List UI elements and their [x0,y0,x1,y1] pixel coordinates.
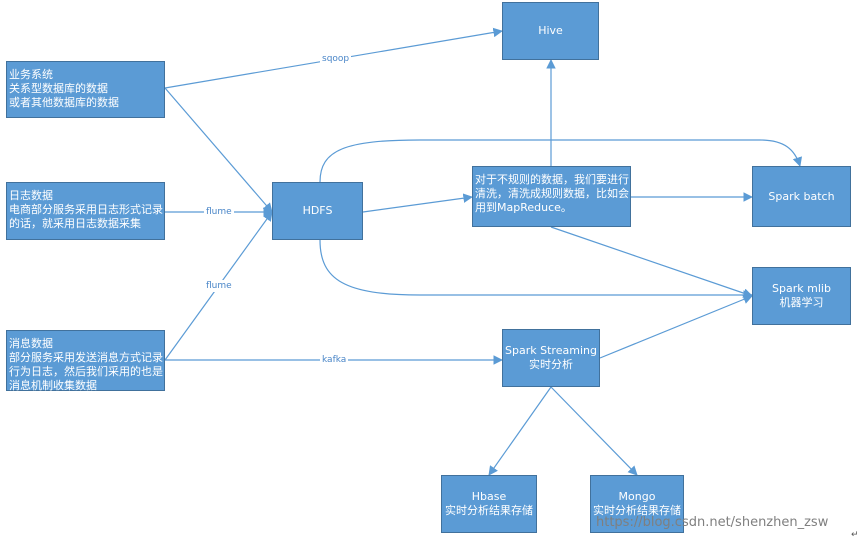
node-text-line: Spark Streaming [505,344,597,357]
edge-hdfs-to-mlib [319,239,753,300]
node-text-line: 电商部分服务采用日志形式记录 [9,203,163,216]
node-text-line: Hbase [471,490,507,503]
node-text-line: 行为日志，然后我们采用的也是 [9,365,163,378]
node-spark-batch: Spark batch [752,166,851,227]
edge-label-kafka: kafka [320,354,349,366]
edge-streaming-to-mlib [599,294,753,359]
node-hdfs: HDFS [272,182,363,240]
node-text-line: 实时分析结果存储 [445,504,533,517]
node-text-line: 清洗，清洗成规则数据，比如会 [475,187,629,200]
node-text-line: 部分服务采用发送消息方式记录 [9,351,163,364]
node-text-line: HDFS [302,204,333,217]
node-text-line: Spark batch [768,189,835,203]
watermark-url: https://blog.csdn.net/shenzhen_zsw [596,515,829,530]
node-text-line: 对于不规则的数据，我们要进行 [475,173,629,186]
edge-streaming-to-hbase [488,386,552,476]
node-text-line: 用到MapReduce。 [475,201,572,214]
node-text-line: Hive [538,24,563,37]
node-text-line: 业务系统 [9,68,53,81]
node-log-data: 日志数据电商部分服务采用日志形式记录的话，就采用日志数据采集 [6,182,165,240]
node-text-line: 消息数据 [9,337,53,350]
edge-hdfs-to-batch [319,139,803,183]
node-text-line: 日志数据 [9,189,53,202]
node-text-line: 机器学习 [779,296,824,309]
node-business-system: 业务系统关系型数据库的数据或者其他数据库的数据 [6,61,165,118]
node-text-line: Mongo [618,490,656,503]
edge-label-flume-msg: flume [204,280,234,292]
paragraph-mark: ↵ [851,530,859,540]
node-hive: Hive [502,2,599,60]
node-text-line: 或者其他数据库的数据 [9,96,119,109]
node-message-data: 消息数据部分服务采用发送消息方式记录行为日志，然后我们采用的也是消息机制收集数据 [6,330,165,392]
node-text-line: 实时分析 [529,358,573,371]
edge-clean-to-mlib [550,226,753,298]
node-data-cleaning: 对于不规则的数据，我们要进行清洗，清洗成规则数据，比如会用到MapReduce。 [472,166,631,227]
node-text-line: 的话，就采用日志数据采集 [9,217,141,230]
node-text-line: 关系型数据库的数据 [9,82,108,95]
node-text-line: 实时分析结果存储 [593,504,681,517]
node-text-line: 消息机制收集数据 [9,379,97,392]
edge-biz-to-hdfs [164,87,273,213]
edge-streaming-to-mongo [550,386,638,476]
node-text-line: Spark mlib [772,282,831,295]
edge-label-sqoop: sqoop [320,53,352,65]
edge-label-flume-log: flume [204,206,234,218]
edge-hdfs-to-clean [362,193,473,213]
